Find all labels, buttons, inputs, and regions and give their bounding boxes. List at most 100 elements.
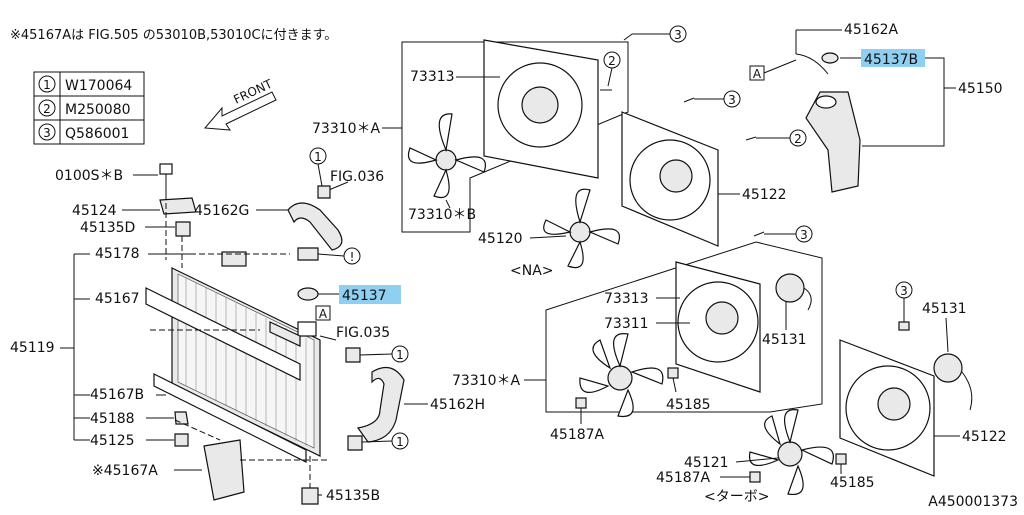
screw-icon: 2 bbox=[745, 129, 807, 147]
callout-45137[interactable]: 45137 bbox=[318, 285, 401, 304]
callout-45131-turbo[interactable]: 45131 bbox=[762, 302, 807, 348]
callout-45167A[interactable]: ※45167A bbox=[92, 463, 202, 479]
svg-text:73310＊A: 73310＊A bbox=[452, 373, 521, 389]
ref-a-box: A bbox=[315, 305, 331, 321]
svg-text:FIG.035: FIG.035 bbox=[336, 325, 390, 341]
lower-motor-icon bbox=[933, 353, 973, 411]
na-fan-shroud-icon bbox=[483, 39, 599, 179]
lower-fan-blade-icon bbox=[748, 409, 834, 496]
callout-45162G[interactable]: 45162G bbox=[194, 203, 288, 219]
radiator-cap-icon bbox=[297, 287, 319, 301]
nut-icon bbox=[749, 471, 761, 483]
callout-45135B[interactable]: 45135B bbox=[318, 488, 380, 504]
svg-text:1: 1 bbox=[314, 150, 322, 164]
callout-45185-lower[interactable]: 45185 bbox=[830, 464, 875, 491]
callout-45188[interactable]: 45188 bbox=[90, 411, 174, 427]
callout-73313-turbo[interactable]: 73313 bbox=[604, 291, 680, 307]
svg-text:45150: 45150 bbox=[958, 81, 1003, 97]
callout-45178[interactable]: 45178 bbox=[95, 246, 190, 262]
svg-text:FIG.036: FIG.036 bbox=[330, 169, 384, 185]
callout-45125[interactable]: 45125 bbox=[90, 433, 174, 449]
callout-45135D[interactable]: 45135D bbox=[80, 220, 175, 236]
turbo-fan-outline bbox=[545, 241, 823, 413]
callout-45120[interactable]: 45120 bbox=[478, 231, 567, 247]
svg-text:3: 3 bbox=[900, 284, 908, 298]
callout-73313-na[interactable]: 73313 bbox=[410, 69, 500, 85]
callout-73310A-na[interactable]: 73310＊A bbox=[312, 121, 402, 137]
caution-icon: ! bbox=[317, 247, 361, 265]
callout-fig036[interactable]: FIG.036 bbox=[323, 169, 384, 193]
screw-icon: 3 bbox=[683, 90, 741, 108]
svg-text:45137B: 45137B bbox=[864, 52, 918, 68]
callout-0100S-B[interactable]: 0100S＊B bbox=[55, 168, 158, 184]
circle-1-ref: 1 bbox=[361, 432, 409, 450]
svg-text:45122: 45122 bbox=[742, 187, 787, 203]
guide-lines bbox=[150, 194, 330, 488]
legend-num: 2 bbox=[43, 102, 51, 116]
clamp-lower-icon bbox=[297, 247, 319, 261]
svg-text:45185: 45185 bbox=[666, 397, 711, 413]
callout-45167B[interactable]: 45167B bbox=[90, 387, 166, 403]
svg-text:3: 3 bbox=[728, 93, 736, 107]
callout-45150[interactable]: 45150 bbox=[862, 57, 1003, 147]
callout-45124[interactable]: 45124 bbox=[72, 203, 160, 219]
svg-text:45187A: 45187A bbox=[656, 470, 711, 486]
svg-text:2: 2 bbox=[608, 54, 616, 68]
svg-text:45135B: 45135B bbox=[326, 488, 380, 504]
clamp-fig035-icon bbox=[345, 347, 361, 363]
svg-text:45120: 45120 bbox=[478, 231, 523, 247]
svg-text:73311: 73311 bbox=[604, 316, 649, 332]
svg-text:45178: 45178 bbox=[95, 246, 140, 262]
callout-45162H[interactable]: 45162H bbox=[404, 397, 485, 413]
svg-text:45162A: 45162A bbox=[844, 22, 899, 38]
callout-73310A-turbo[interactable]: 73310＊A bbox=[452, 373, 546, 389]
callout-45187A-lower[interactable]: 45187A bbox=[656, 470, 750, 486]
clamp-lower-hose-icon bbox=[347, 435, 363, 451]
screw-icon: 3 bbox=[753, 225, 813, 243]
circle-1-ref: 1 bbox=[359, 345, 409, 363]
svg-text:45122: 45122 bbox=[962, 429, 1007, 445]
callout-45121[interactable]: 45121 bbox=[684, 455, 779, 471]
reservoir-tank-icon bbox=[795, 53, 861, 193]
svg-text:45185: 45185 bbox=[830, 475, 875, 491]
svg-text:2: 2 bbox=[794, 132, 802, 146]
svg-text:A: A bbox=[319, 307, 328, 321]
turbo-fan-blade-icon bbox=[579, 333, 664, 418]
legend-num: 1 bbox=[43, 78, 51, 92]
svg-text:73310＊B: 73310＊B bbox=[408, 207, 476, 223]
hose-45162G-icon bbox=[287, 202, 343, 251]
callout-45187A-turbo[interactable]: 45187A bbox=[550, 408, 605, 443]
callout-45122-lower[interactable]: 45122 bbox=[934, 429, 1007, 445]
callout-45137B[interactable]: 45137B bbox=[840, 49, 925, 68]
svg-text:45137: 45137 bbox=[342, 288, 387, 304]
screw-icon: 3 bbox=[623, 25, 687, 43]
svg-text:45188: 45188 bbox=[90, 411, 135, 427]
svg-text:45187A: 45187A bbox=[550, 427, 605, 443]
callout-45185-turbo[interactable]: 45185 bbox=[666, 377, 711, 413]
callout-73311[interactable]: 73311 bbox=[604, 316, 690, 332]
reservoir-cap-icon bbox=[821, 52, 839, 64]
na-caption: <NA> bbox=[510, 263, 554, 279]
svg-text:45162G: 45162G bbox=[194, 203, 249, 219]
callout-fig035[interactable]: FIG.035 bbox=[319, 325, 390, 341]
callout-73310B[interactable]: 73310＊B bbox=[408, 199, 476, 223]
svg-text:1: 1 bbox=[396, 435, 404, 449]
svg-text:1: 1 bbox=[396, 348, 404, 362]
turbo-shroud-icon bbox=[675, 261, 761, 393]
svg-text:※45167A: ※45167A bbox=[92, 463, 158, 479]
callout-45119[interactable]: 45119 bbox=[10, 340, 74, 356]
svg-text:45131: 45131 bbox=[762, 332, 807, 348]
bracket-45119 bbox=[73, 253, 90, 441]
na-fan-outline bbox=[401, 41, 629, 233]
callout-45122-na[interactable]: 45122 bbox=[718, 187, 787, 203]
label-plate-45178-icon bbox=[221, 251, 247, 267]
callout-45162A[interactable]: 45162A bbox=[795, 22, 899, 54]
clamp-upper-icon bbox=[317, 185, 331, 199]
svg-text:45167: 45167 bbox=[95, 291, 140, 307]
na-shroud-45122-icon bbox=[621, 111, 719, 247]
clip-45188-icon bbox=[174, 411, 189, 425]
callout-45131-lower[interactable]: 45131 bbox=[922, 301, 967, 353]
svg-text:45124: 45124 bbox=[72, 203, 117, 219]
svg-text:3: 3 bbox=[800, 228, 808, 242]
